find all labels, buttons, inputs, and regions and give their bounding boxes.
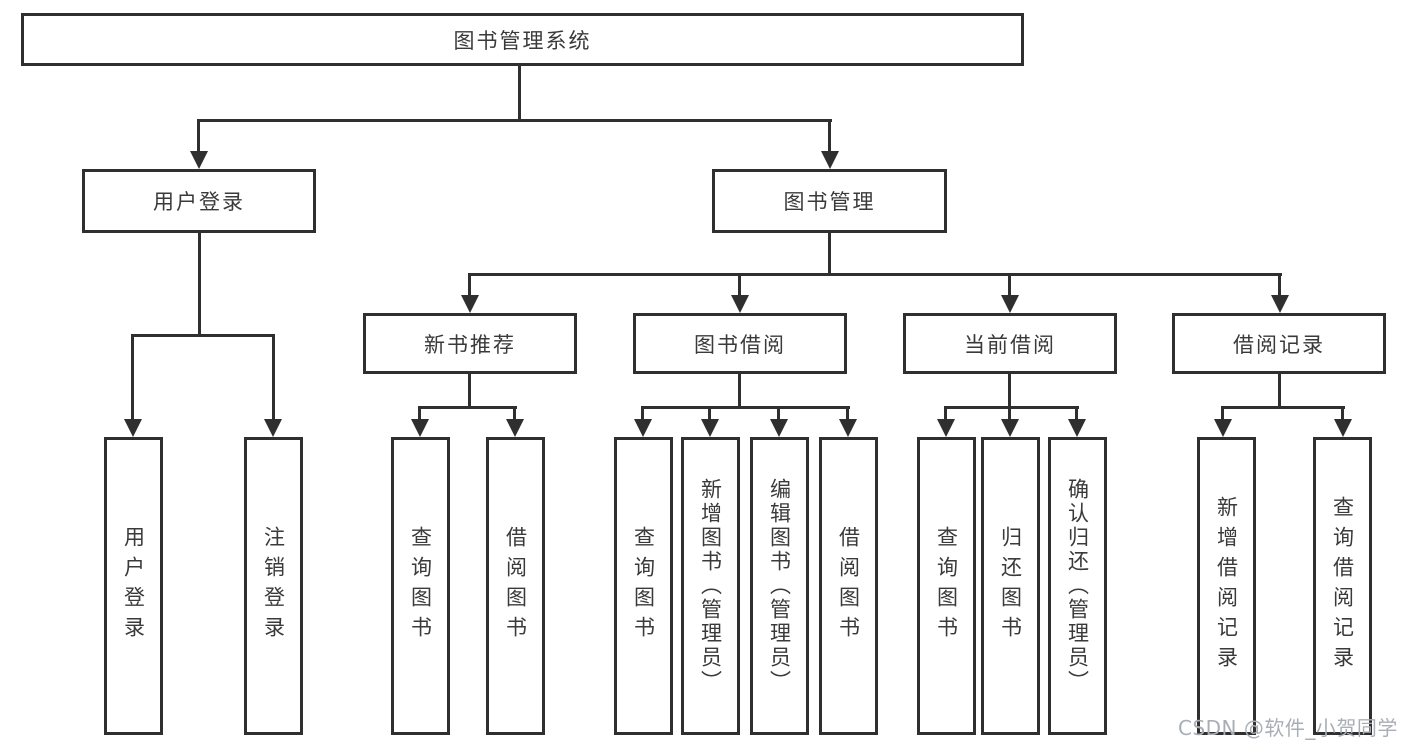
connector-line: [738, 273, 741, 297]
arrow-down-icon: [634, 419, 652, 437]
leaf-confirm-return-admin: 确认归还（管理员）: [1048, 437, 1107, 735]
leaf-user-login: 用户登录: [104, 437, 163, 735]
connector-line: [272, 334, 275, 421]
arrow-down-icon: [506, 419, 524, 437]
node-current-borrow: 当前借阅: [903, 313, 1117, 374]
arrow-down-icon: [1068, 419, 1086, 437]
connector-line: [418, 406, 517, 409]
csdn-watermark: CSDN @软件_小贺同学: [1178, 716, 1398, 740]
connector-line: [468, 273, 1282, 276]
connector-line: [641, 406, 850, 409]
node-root: 图书管理系统: [21, 13, 1024, 66]
connector-line: [518, 66, 521, 121]
arrow-down-icon: [821, 151, 839, 169]
leaf-query-books-current: 查询图书: [917, 437, 976, 735]
connector-line: [131, 334, 275, 337]
leaf-borrow-books: 借阅图书: [819, 437, 878, 735]
connector-line: [468, 273, 471, 297]
node-book-borrow: 图书借阅: [633, 313, 847, 374]
node-new-book-recommend: 新书推荐: [363, 313, 577, 374]
node-user-login: 用户登录: [82, 169, 316, 233]
connector-line: [944, 406, 947, 422]
arrow-down-icon: [1214, 419, 1232, 437]
arrow-down-icon: [1001, 419, 1019, 437]
connector-line: [777, 406, 780, 422]
connector-line: [418, 406, 421, 422]
node-borrow-records: 借阅记录: [1172, 313, 1386, 374]
leaf-query-borrow-record: 查询借阅记录: [1313, 437, 1372, 735]
connector-line: [1278, 374, 1281, 408]
connector-line: [1075, 406, 1078, 422]
connector-line: [513, 406, 516, 422]
arrow-down-icon: [124, 419, 142, 437]
connector-line: [1278, 273, 1281, 297]
connector-line: [198, 233, 201, 336]
connector-line: [828, 119, 831, 153]
connector-line: [197, 119, 832, 122]
arrow-down-icon: [701, 419, 719, 437]
connector-line: [708, 406, 711, 422]
connector-line: [1341, 406, 1344, 422]
leaf-borrow-books-recommend: 借阅图书: [486, 437, 545, 735]
connector-line: [641, 406, 644, 422]
arrow-down-icon: [1001, 295, 1019, 313]
connector-line: [1008, 406, 1011, 422]
arrow-down-icon: [937, 419, 955, 437]
leaf-return-books: 归还图书: [981, 437, 1040, 735]
arrow-down-icon: [770, 419, 788, 437]
node-book-management: 图书管理: [712, 169, 947, 233]
connector-line: [468, 374, 471, 408]
connector-line: [1221, 406, 1224, 422]
connector-line: [846, 406, 849, 422]
arrow-down-icon: [411, 419, 429, 437]
leaf-edit-books-admin: 编辑图书（管理员）: [750, 437, 809, 735]
connector-line: [738, 374, 741, 408]
arrow-down-icon: [1334, 419, 1352, 437]
leaf-add-borrow-record: 新增借阅记录: [1197, 437, 1256, 735]
arrow-down-icon: [839, 419, 857, 437]
arrow-down-icon: [190, 151, 208, 169]
connector-line: [1008, 374, 1011, 408]
connector-line: [944, 406, 1079, 409]
leaf-query-books-borrow: 查询图书: [614, 437, 673, 735]
arrow-down-icon: [461, 295, 479, 313]
arrow-down-icon: [1271, 295, 1289, 313]
arrow-down-icon: [731, 295, 749, 313]
connector-line: [1008, 273, 1011, 297]
leaf-query-books-recommend: 查询图书: [391, 437, 450, 735]
connector-line: [131, 334, 134, 421]
leaf-add-books-admin: 新增图书（管理员）: [681, 437, 740, 735]
arrow-down-icon: [264, 419, 282, 437]
leaf-logout: 注销登录: [244, 437, 303, 735]
connector-line: [828, 233, 831, 275]
connector-line: [1221, 406, 1345, 409]
connector-line: [197, 119, 200, 153]
